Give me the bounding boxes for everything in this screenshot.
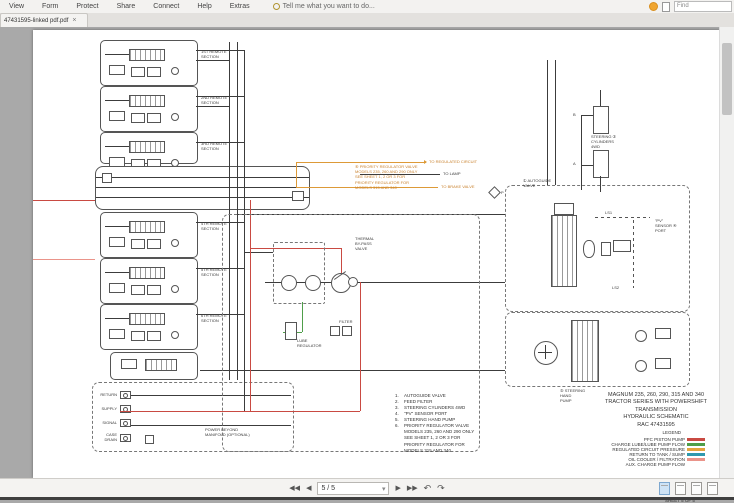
remote-valve-section: 4TH REMOTE SECTION — [100, 212, 198, 258]
to-lamp-label: TO LAMP — [443, 171, 461, 176]
steering-cylinders-label: STEERING ③ CYLINDERS 4WD — [591, 134, 616, 150]
pump-box — [273, 242, 325, 304]
legend-swatch — [687, 438, 705, 441]
power-beyond-port-signal: SIGNAL — [99, 419, 131, 427]
previous-view-button[interactable]: ↶ — [424, 484, 432, 493]
filter-label: FILTER — [339, 319, 352, 324]
steering-cylinder — [593, 106, 609, 134]
next-page-button[interactable]: ▶ — [395, 485, 400, 492]
port-b-label: B — [573, 112, 576, 117]
lube-regulator-symbol — [285, 322, 297, 340]
book-view-button[interactable] — [707, 482, 718, 495]
tell-me-icon — [273, 3, 280, 10]
note-row: MODELS 315 AND 340 — [395, 448, 474, 454]
filter-symbol — [342, 326, 352, 336]
filter-symbol — [330, 326, 340, 336]
to-brake-valve-label: TO BRAKE VALVE — [441, 184, 475, 189]
port-a-label: A — [573, 161, 576, 166]
legend-swatch — [687, 443, 705, 446]
next-view-button[interactable]: ↷ — [437, 484, 445, 493]
page-number-value: 5 / 5 — [321, 485, 335, 492]
priority-regulator-note: ⑥ PRIORITY REGULATOR VALVE MODELS 235, 2… — [355, 164, 425, 190]
document-icon[interactable] — [662, 2, 670, 12]
power-beyond-ports: RETURNSUPPLYSIGNALCASE DRAIN — [99, 391, 131, 443]
pv-sensor-port-label: "PV" SENSOR ④ PORT — [655, 218, 677, 234]
autoguide-valve-box — [505, 185, 690, 312]
power-beyond-port-return: RETURN — [99, 391, 131, 399]
page-number-input[interactable]: 5 / 5 ▾ — [317, 482, 389, 495]
tab-title: 47431595-linked pdf.pdf — [4, 18, 68, 24]
continuous-view-button[interactable] — [675, 482, 686, 495]
tell-me-box[interactable]: Tell me what you want to do... — [259, 3, 375, 10]
status-bar: ◀◀ ◀ 5 / 5 ▾ ▶ ▶▶ ↶ ↷ — [0, 478, 734, 498]
menu-item-protect[interactable]: Protect — [67, 3, 107, 10]
document-viewport: 1ST REMOTE SECTION 2ND REMOTE SECTION 3R… — [0, 27, 734, 478]
pdf-page: 1ST REMOTE SECTION 2ND REMOTE SECTION 3R… — [33, 30, 720, 478]
menu-item-extras[interactable]: Extras — [221, 3, 259, 10]
steering-hand-pump-icon — [534, 341, 558, 365]
p-port-symbol — [488, 186, 501, 199]
title-block: MAGNUM 235, 260, 290, 315 AND 340 TRACTO… — [581, 392, 731, 429]
to-regulated-label: TO REGULATED CIRCUIT — [429, 159, 477, 164]
power-beyond-port-case: CASE DRAIN — [99, 433, 131, 443]
tab-bar: 47431595-linked pdf.pdf × — [0, 13, 734, 27]
legend-title: LEGEND — [533, 430, 705, 435]
single-page-view-button[interactable] — [659, 482, 670, 495]
page-dropdown-icon[interactable]: ▾ — [382, 485, 386, 493]
last-page-button[interactable]: ▶▶ — [407, 485, 418, 492]
legend-swatch — [687, 453, 705, 456]
coupler-icon — [120, 419, 131, 427]
menu-item-help[interactable]: Help — [188, 3, 220, 10]
coupler-icon — [120, 434, 131, 442]
legend: LEGEND PFC PISTON PUMPCHARGE LUBE/LUBE P… — [533, 430, 705, 467]
legend-row: AUX. CHARGE PUMP FLOW — [533, 462, 705, 467]
p-port-label: P — [501, 190, 504, 195]
steering-spool — [571, 320, 599, 382]
charge-pump-icon — [281, 275, 297, 291]
outlet-section — [110, 352, 198, 380]
steering-cylinder — [593, 150, 609, 178]
remote-valve-section: 5TH REMOTE SECTION — [100, 258, 198, 304]
coupler-icon — [120, 391, 131, 399]
lube-pump-icon — [305, 275, 321, 291]
menu-item-form[interactable]: Form — [33, 3, 67, 10]
document-tab[interactable]: 47431595-linked pdf.pdf × — [0, 13, 88, 27]
legend-swatch — [687, 463, 705, 466]
remote-valve-section: 1ST REMOTE SECTION — [100, 40, 198, 86]
remote-valve-section: 6TH REMOTE SECTION — [100, 304, 198, 350]
ls1-label: LS1 — [605, 210, 612, 215]
lube-regulator-label: LUBE REGULATOR — [297, 338, 322, 348]
remote-valve-section: 3RD REMOTE SECTION — [100, 132, 198, 164]
scrollbar-thumb[interactable] — [722, 43, 732, 115]
tell-me-label: Tell me what you want to do... — [283, 3, 375, 10]
legend-swatch — [687, 448, 705, 451]
vertical-scrollbar[interactable] — [719, 27, 734, 478]
previous-page-button[interactable]: ◀ — [306, 485, 311, 492]
autoguide-valve-label: ① AUTOGUIDE VALVE — [523, 178, 551, 188]
menubar: ViewFormProtectShareConnectHelpExtras Te… — [0, 0, 734, 14]
first-page-button[interactable]: ◀◀ — [289, 485, 300, 492]
menu-item-share[interactable]: Share — [108, 3, 145, 10]
notes-list: 1.AUTOGUIDE VALVE2.FEED FILTER3.STEERING… — [395, 393, 474, 454]
legend-swatch — [687, 458, 705, 461]
menu-item-view[interactable]: View — [0, 3, 33, 10]
mid-inlet-section — [95, 166, 310, 210]
facing-view-button[interactable] — [691, 482, 702, 495]
notification-icon[interactable] — [649, 2, 658, 11]
ls2-label: LS2 — [612, 285, 619, 290]
find-input[interactable]: Find — [674, 1, 732, 12]
small-pump-icon — [348, 277, 358, 287]
menu-items: ViewFormProtectShareConnectHelpExtras — [0, 3, 259, 10]
tab-close-icon[interactable]: × — [72, 17, 76, 24]
remote-valve-section: 2ND REMOTE SECTION — [100, 86, 198, 132]
autoguide-spool — [551, 215, 577, 287]
menu-item-connect[interactable]: Connect — [144, 3, 188, 10]
